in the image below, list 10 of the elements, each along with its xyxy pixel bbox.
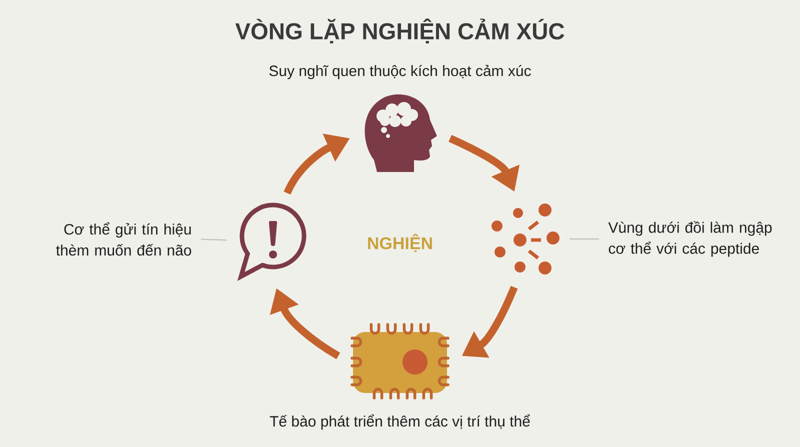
description-text: Vùng dưới đồi làm ngập cơ thể với các peptide — [608, 221, 772, 257]
icon-caption: Suy nghĩ quen thuộc kích hoạt cảm xúc — [269, 64, 531, 80]
leader-line — [200, 238, 227, 241]
title: VÒNG LẶP NGHIỆN CẢM XÚC — [235, 18, 564, 44]
center-label: NGHIỆN — [368, 234, 432, 252]
molecule-cluster-drawing — [492, 204, 560, 274]
leader-line — [570, 238, 599, 240]
icon-caption: Tế bào phát triển thêm các vị trí thụ thể — [270, 414, 530, 430]
description-text: Cơ thể gửi tín hiệu thèm muốn đến não — [56, 222, 192, 256]
speech-bubble-drawing — [238, 202, 306, 279]
